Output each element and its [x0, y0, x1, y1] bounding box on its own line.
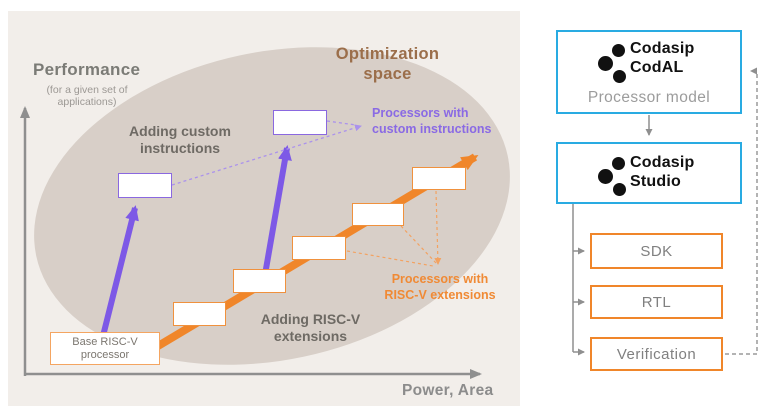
verification-feedback-dashed-line [725, 67, 758, 355]
riscv-extension-step-box-3 [292, 236, 346, 260]
riscv-extension-step-box-5 [412, 167, 466, 190]
optimization-space-label: Optimization space [335, 45, 440, 84]
orange-callout-dotted-line-1 [346, 250, 434, 267]
riscv-extension-step-box-4 [352, 203, 404, 226]
riscv-extension-step-box-2 [233, 269, 286, 293]
rtl-output-box: RTL [590, 285, 723, 319]
y-axis-sublabel: (for a given set of applications) [46, 84, 128, 109]
custom-instructions-arrow-right [259, 145, 292, 293]
sdk-output-box: SDK [590, 233, 723, 269]
codasip-logo-icon [613, 183, 626, 196]
riscv-extension-step-box-1 [173, 302, 226, 326]
codasip-studio-box: Codasip Studio [556, 142, 742, 204]
processors-custom-instructions-callout: Processors with custom instructions [372, 106, 492, 137]
codasip-logo-icon [612, 157, 625, 170]
custom-instructions-arrow-left [97, 205, 139, 349]
base-riscv-processor-box: Base RISC-V processor [50, 332, 160, 365]
codasip-logo-icon [598, 56, 613, 71]
processor-model-caption: Processor model [587, 89, 711, 106]
studio-product-label: Studio [630, 173, 681, 190]
custom-instruction-processor-box-2 [273, 110, 327, 135]
y-axis-label: Performance [33, 60, 141, 79]
orange-callout-dotted-line-3 [434, 190, 442, 265]
custom-instruction-processor-box-1 [118, 173, 172, 198]
optimization-space-ellipse [34, 47, 510, 365]
orange-callout-dotted-line-2 [400, 225, 437, 264]
purple-callout-dotted-line-2 [326, 120, 357, 126]
purple-callout-dotted-line-1 [171, 124, 362, 186]
codasip-brand-label: Codasip [630, 40, 695, 57]
codal-product-label: CodAL [630, 59, 684, 76]
codasip-logo-icon [613, 70, 626, 83]
x-axis-label: Power, Area [402, 382, 494, 399]
codasip-logo-icon [598, 169, 613, 184]
adding-riscv-extensions-label: Adding RISC-V extensions [260, 311, 361, 344]
adding-custom-instructions-label: Adding custom instructions [129, 123, 231, 156]
verification-output-box: Verification [590, 337, 723, 371]
processor-model-box: Codasip CodAL Processor model [556, 30, 742, 114]
codasip-logo-icon [612, 44, 625, 57]
processors-riscv-extensions-callout: Processors with RISC-V extensions [384, 272, 496, 303]
codasip-brand-label: Codasip [630, 154, 695, 171]
